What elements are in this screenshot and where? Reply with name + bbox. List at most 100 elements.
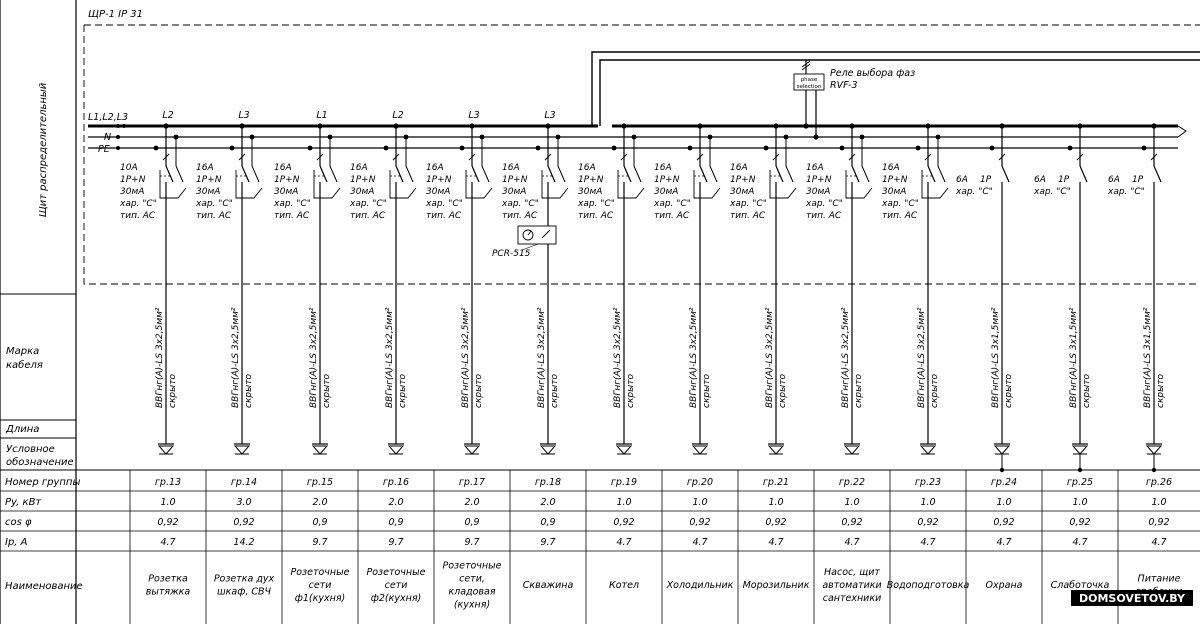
load-name: сети (309, 580, 332, 591)
row-label-cable-1: Марка (6, 346, 39, 357)
load-name: автоматики (822, 580, 881, 591)
load-name: Питание (1138, 574, 1181, 585)
pe-junction (839, 145, 845, 151)
load-name: Скважина (523, 580, 574, 591)
phase-label: L1 (316, 110, 327, 121)
pe-junction (153, 145, 159, 151)
group-number: гр.22 (839, 477, 865, 488)
power-value: 1.0 (920, 497, 935, 508)
timer-box (517, 225, 557, 245)
cable-laying: скрыто (930, 374, 940, 408)
current-value: 4.7 (996, 537, 1011, 548)
breaker-spec: 1P+N (882, 175, 908, 185)
breaker-spec: 1P (1058, 175, 1070, 185)
current-value: 9.7 (540, 537, 555, 548)
pe-junction (383, 145, 389, 151)
breaker-spec: 1P+N (502, 175, 528, 185)
cable-laying: скрыто (322, 374, 332, 408)
breaker-spec: 30мA (274, 187, 298, 197)
current-value: 4.7 (920, 537, 935, 548)
breaker-spec: тип. AC (730, 211, 766, 221)
row-label-length: Длина (5, 424, 39, 435)
cos-phi-value: 0,9 (312, 517, 327, 528)
load-name: ф2(кухня) (371, 593, 422, 604)
bus-label-phases: L1,L2,L3 (88, 112, 128, 123)
breaker-spec: 1P (1132, 175, 1144, 185)
cable-mark: ВВГнг(А)-LS 3х2,5мм² (309, 307, 319, 408)
load-name: Розетка дух (214, 574, 275, 585)
group-number: гр.17 (459, 477, 485, 488)
breaker-spec: 6A (1034, 175, 1046, 185)
breaker-spec: 1P+N (806, 175, 832, 185)
relay-feed-second (599, 59, 1200, 126)
row-label-symbol-1: Условное (6, 444, 55, 455)
breaker-spec: 30мA (502, 187, 526, 197)
phase-relay-box (793, 73, 825, 91)
load-name: ф1(кухня) (295, 593, 346, 604)
current-value: 4.7 (616, 537, 631, 548)
panel-enclosure (83, 24, 1200, 285)
row-label-group: Номер группы (5, 477, 80, 488)
cos-phi-value: 0,92 (841, 517, 862, 528)
row-label-power: Py, кВт (5, 497, 42, 508)
group-number: гр.13 (155, 477, 181, 488)
power-value: 2.0 (540, 497, 555, 508)
breaker-spec: тип. AC (196, 211, 232, 221)
breaker-spec: 30мA (350, 187, 374, 197)
power-value: 2.0 (388, 497, 403, 508)
current-value: 9.7 (312, 537, 327, 548)
breaker-spec: 16A (196, 163, 214, 173)
cable-mark: ВВГнг(А)-LS 3х2,5мм² (765, 307, 775, 408)
load-name: Розеточные (443, 561, 502, 572)
breaker-spec: 10A (120, 163, 138, 173)
load-name: Морозильник (743, 580, 810, 591)
cable-mark: ВВГнг(А)-LS 3х2,5мм² (385, 307, 395, 408)
cable-laying: скрыто (550, 374, 560, 408)
load-name: Водоподготовка (887, 580, 970, 591)
load-terminal-icon (1145, 445, 1163, 455)
cable-mark: ВВГнг(А)-LS 3х2,5мм² (231, 307, 241, 408)
breaker-spec: хар. "C" (425, 199, 463, 209)
load-terminal-icon (993, 445, 1011, 455)
cos-phi-value: 0,92 (157, 517, 178, 528)
load-name: шкаф, СВЧ (217, 587, 272, 598)
breaker-spec: 1P+N (578, 175, 604, 185)
power-value: 1.0 (160, 497, 175, 508)
cable-mark: ВВГнг(А)-LS 3х1,5мм² (1143, 307, 1153, 408)
pe-junction (1067, 145, 1073, 151)
group-number: гр.14 (231, 477, 257, 488)
cos-phi-value: 0,92 (233, 517, 254, 528)
load-name: Слаботочка (1051, 580, 1110, 591)
breaker-spec: 30мA (882, 187, 906, 197)
breaker-spec: 16A (882, 163, 900, 173)
breaker-spec: 16A (654, 163, 672, 173)
pe-junction (307, 145, 313, 151)
breaker-spec: тип. AC (654, 211, 690, 221)
group-number: гр.20 (687, 477, 713, 488)
breaker-spec: 16A (730, 163, 748, 173)
breaker-spec: хар. "C" (501, 199, 539, 209)
cos-phi-value: 0,92 (613, 517, 634, 528)
load-terminal-icon (233, 445, 251, 455)
load-terminal-icon (463, 445, 481, 455)
pe-junction (1141, 145, 1147, 151)
power-value: 1.0 (844, 497, 859, 508)
current-value: 9.7 (464, 537, 479, 548)
breaker-spec: 16A (426, 163, 444, 173)
breaker-spec: 1P+N (426, 175, 452, 185)
power-value: 1.0 (1151, 497, 1166, 508)
current-value: 4.7 (692, 537, 707, 548)
cable-laying: скрыто (702, 374, 712, 408)
cos-phi-value: 0,9 (540, 517, 555, 528)
current-value: 9.7 (388, 537, 403, 548)
breaker-spec: тип. AC (426, 211, 462, 221)
load-name: вытяжка (146, 587, 191, 598)
current-value: 14.2 (233, 537, 254, 548)
breaker-spec: тип. AC (350, 211, 386, 221)
breaker-spec: 16A (502, 163, 520, 173)
breaker-spec: 16A (806, 163, 824, 173)
